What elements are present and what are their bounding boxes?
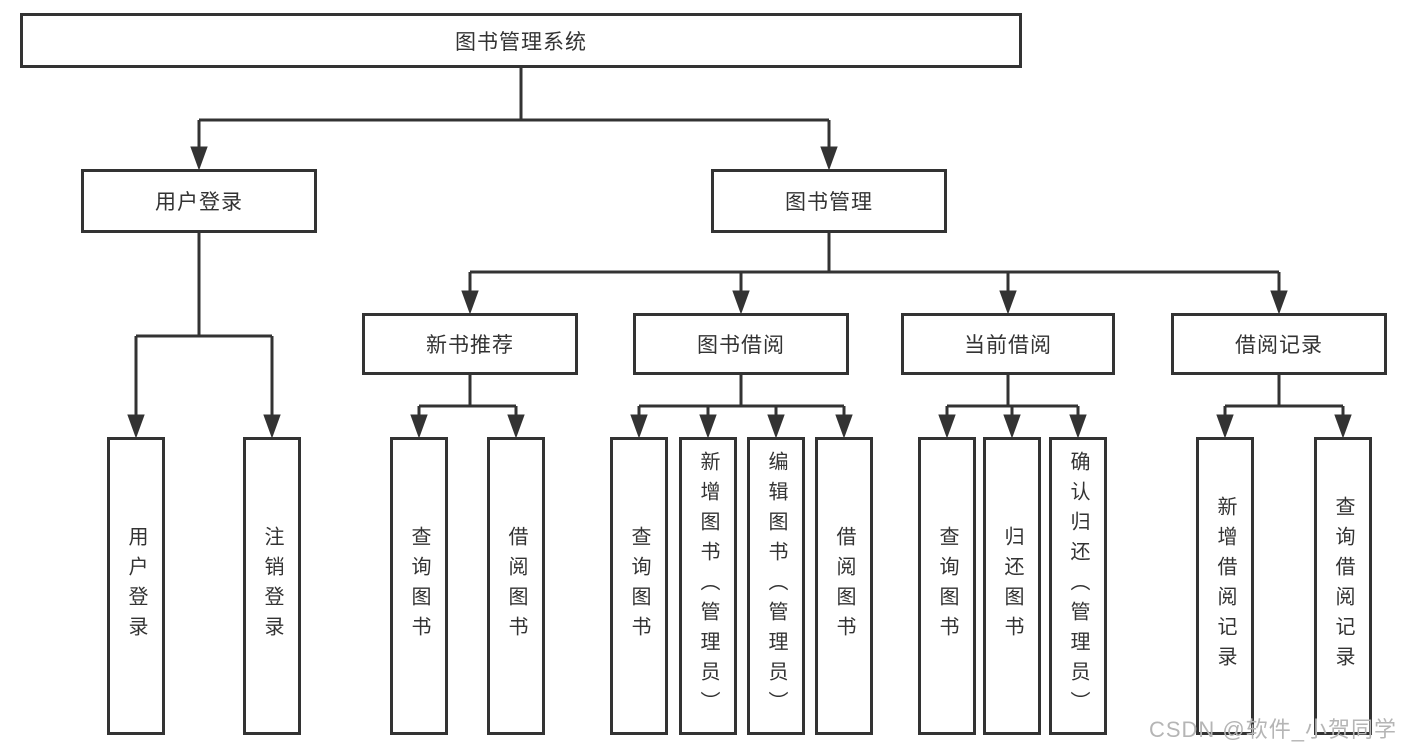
node-current-borrowing: 当前借阅 [901, 313, 1115, 375]
node-new-book-recommend: 新书推荐 [362, 313, 578, 375]
node-book-borrowing: 图书借阅 [633, 313, 849, 375]
node-label: 用户登录 [155, 191, 243, 214]
node-label: 归还图书 [1001, 526, 1023, 646]
leaf-edit-books-admin: 编辑图书（管理员） [747, 437, 805, 735]
leaf-user-login: 用户登录 [107, 437, 165, 735]
node-label: 新增借阅记录 [1214, 496, 1236, 676]
node-label: 查询借阅记录 [1332, 496, 1354, 676]
node-label: 注销登录 [261, 526, 283, 646]
node-label: 借阅图书 [505, 526, 527, 646]
leaf-return-books: 归还图书 [983, 437, 1041, 735]
leaf-recommend-borrow-books: 借阅图书 [487, 437, 545, 735]
watermark: CSDN @软件_小贺同学 [1148, 717, 1397, 742]
leaf-recommend-query-books: 查询图书 [390, 437, 448, 735]
node-label: 图书管理系统 [455, 30, 587, 54]
leaf-confirm-return-admin: 确认归还（管理员） [1049, 437, 1107, 735]
node-label: 图书借阅 [697, 334, 785, 357]
leaf-borrowing-query-books: 查询图书 [610, 437, 668, 735]
node-label: 图书管理 [785, 191, 873, 214]
node-label: 用户登录 [125, 526, 147, 646]
leaf-logout: 注销登录 [243, 437, 301, 735]
leaf-add-books-admin: 新增图书（管理员） [679, 437, 737, 735]
node-book-management: 图书管理 [711, 169, 947, 233]
node-label: 借阅记录 [1235, 334, 1323, 357]
node-label: 编辑图书（管理员） [765, 451, 787, 721]
node-label: 借阅图书 [833, 526, 855, 646]
leaf-add-borrow-record: 新增借阅记录 [1196, 437, 1254, 735]
leaf-current-query-books: 查询图书 [918, 437, 976, 735]
node-label: 查询图书 [628, 526, 650, 646]
node-label: 查询图书 [936, 526, 958, 646]
node-label: 新书推荐 [426, 334, 514, 357]
leaf-borrowing-borrow-books: 借阅图书 [815, 437, 873, 735]
node-label: 查询图书 [408, 526, 430, 646]
node-root: 图书管理系统 [20, 13, 1022, 68]
node-label: 确认归还（管理员） [1067, 451, 1089, 721]
node-label: 当前借阅 [964, 334, 1052, 357]
node-label: 新增图书（管理员） [697, 451, 719, 721]
node-user-login-group: 用户登录 [81, 169, 317, 233]
leaf-query-borrow-record: 查询借阅记录 [1314, 437, 1372, 735]
node-borrowing-records: 借阅记录 [1171, 313, 1387, 375]
